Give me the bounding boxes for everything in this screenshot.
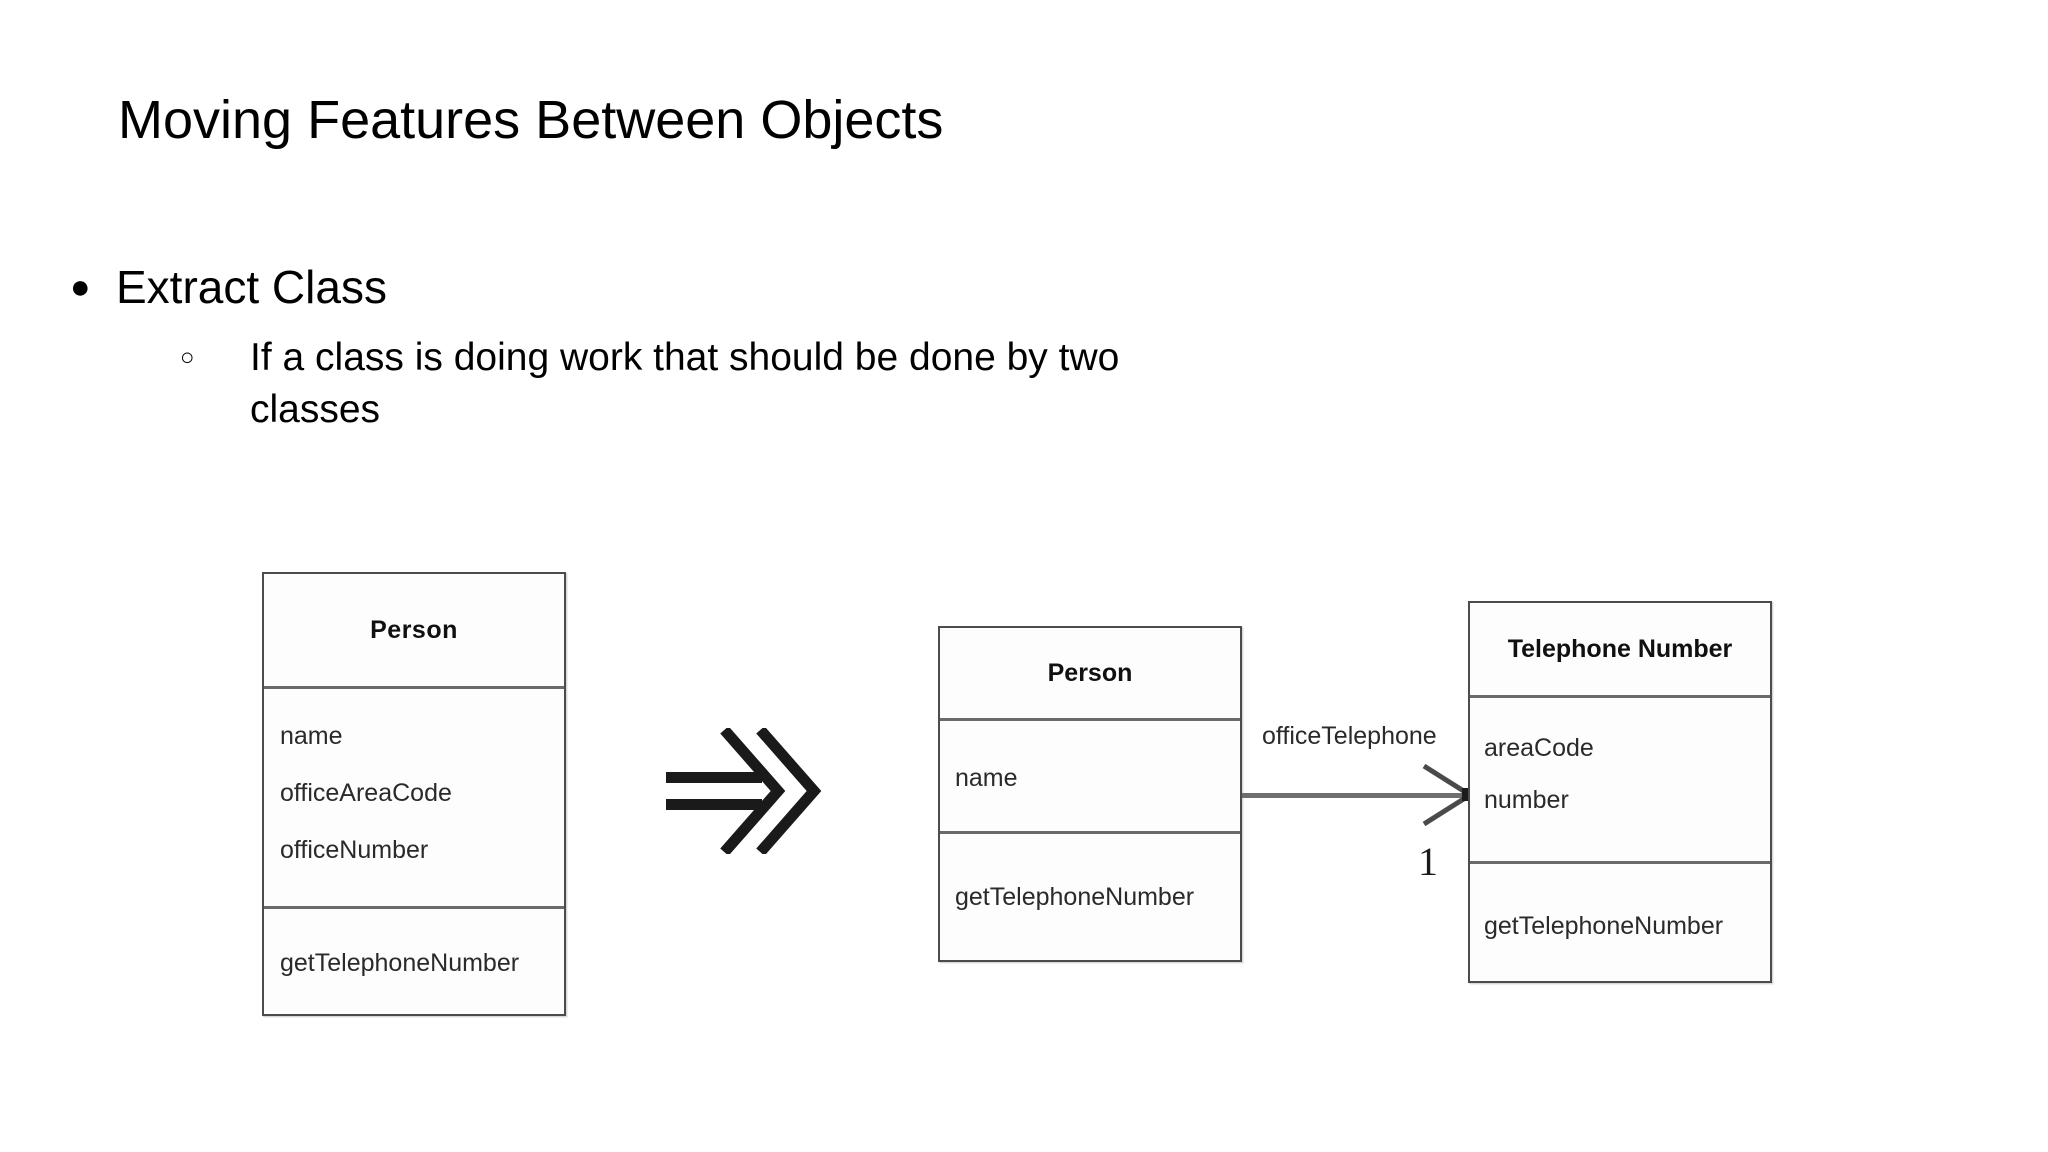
uml-operation-compartment: getTelephoneNumber <box>1470 861 1770 981</box>
uml-class-name: Person <box>370 616 458 644</box>
uml-class-telephone-number: Telephone Number areaCode number getTele… <box>1468 601 1772 983</box>
transform-arrow-icon <box>666 726 822 856</box>
page-title: Moving Features Between Objects <box>118 90 944 150</box>
uml-class-person-before: Person name officeAreaCode officeNumber … <box>262 572 566 1016</box>
uml-attribute: name <box>955 764 1018 792</box>
uml-name-compartment: Person <box>264 574 564 686</box>
association-label: officeTelephone <box>1262 722 1437 750</box>
uml-operation-compartment: getTelephoneNumber <box>940 831 1240 957</box>
bullet-item-class-doing-work: ○ If a class is doing work that should b… <box>180 332 1130 436</box>
bullet-text-class-doing-work: If a class is doing work that should be … <box>250 336 1120 431</box>
uml-attribute: number <box>1484 786 1569 814</box>
association-multiplicity: 1 <box>1418 839 1438 884</box>
uml-attribute: name <box>280 722 343 750</box>
bullet-text-extract-class: Extract Class <box>116 261 387 313</box>
uml-class-name: Telephone Number <box>1507 635 1733 663</box>
uml-operation-compartment: getTelephoneNumber <box>264 906 564 1014</box>
bullet-marker-hollow-icon: ○ <box>180 344 195 371</box>
association-arrowhead-icon <box>1420 762 1475 828</box>
bullet-marker-filled-icon: ● <box>70 268 91 306</box>
uml-attribute: officeAreaCode <box>280 779 452 807</box>
bullet-item-extract-class: ● Extract Class <box>60 258 387 316</box>
uml-attribute-compartment: name officeAreaCode officeNumber <box>264 686 564 906</box>
uml-class-person-after: Person name getTelephoneNumber <box>938 626 1242 962</box>
uml-operation: getTelephoneNumber <box>280 949 520 977</box>
association-line <box>1242 793 1470 798</box>
uml-attribute-compartment: areaCode number <box>1470 695 1770 861</box>
uml-attribute: areaCode <box>1484 734 1594 762</box>
uml-class-name: Person <box>1047 659 1133 687</box>
uml-operation: getTelephoneNumber <box>955 883 1195 911</box>
uml-attribute-compartment: name <box>940 718 1240 831</box>
uml-attribute: officeNumber <box>280 836 429 864</box>
uml-operation: getTelephoneNumber <box>1484 912 1724 940</box>
uml-name-compartment: Telephone Number <box>1470 603 1770 695</box>
uml-name-compartment: Person <box>940 628 1240 718</box>
